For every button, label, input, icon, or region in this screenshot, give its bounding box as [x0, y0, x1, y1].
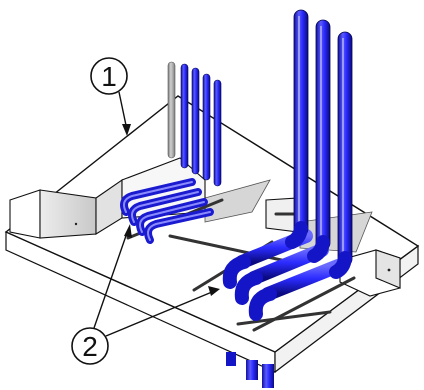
callout-1: 1 [90, 57, 131, 136]
left-elbow-pipes [120, 178, 214, 244]
upper-pipe-group [167, 61, 222, 187]
callout-1-arrowhead [122, 124, 131, 136]
pipes-below-slab [226, 352, 274, 388]
callout-1-circle [90, 57, 128, 95]
slab-top-face [4, 95, 420, 353]
grey-pipe [167, 61, 176, 159]
callout-2-label: 2 [82, 331, 98, 362]
callout-1-label: 1 [101, 61, 117, 92]
callout-1-leader [118, 91, 128, 131]
callout-2-arrowhead-b [208, 286, 220, 296]
riser-pipes [222, 9, 353, 321]
callout-2-leader-b [105, 291, 213, 337]
callout-2-leader-a [93, 229, 129, 329]
callout-2: 2 [71, 224, 220, 365]
callout-2-circle [71, 327, 109, 365]
callout-2-arrowhead-a [124, 224, 132, 238]
